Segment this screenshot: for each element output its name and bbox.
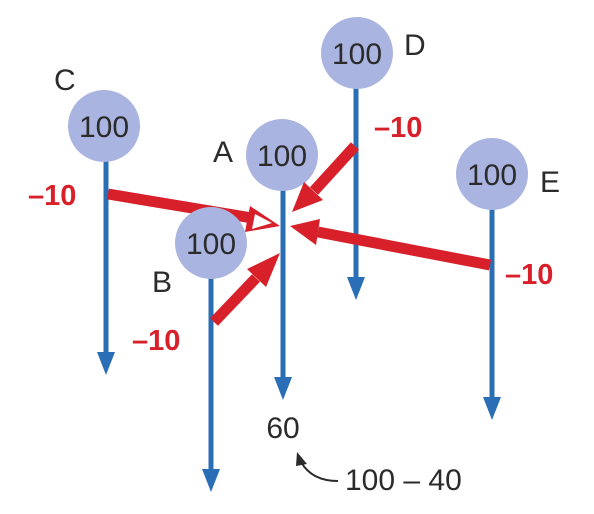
node-c-circle [68, 90, 140, 162]
node-d-value: 100 [332, 38, 382, 71]
node-b: 100 [175, 207, 247, 279]
node-d-circle [321, 17, 393, 89]
arrow-down-c [97, 150, 115, 375]
node-d: 100 [321, 17, 393, 89]
transfer-label-b: –10 [132, 325, 180, 357]
result-formula: 100 – 40 [345, 464, 462, 497]
node-b-circle [175, 207, 247, 279]
transfer-arrow-e [290, 219, 492, 271]
arrow-down-d [347, 85, 365, 300]
arrow-down-b [202, 270, 220, 492]
pointer-arrow [296, 452, 339, 482]
result-value: 60 [266, 412, 299, 445]
node-a-letter: A [213, 136, 233, 169]
node-e-value: 100 [467, 159, 517, 192]
node-e-circle [456, 138, 528, 210]
arrow-down-e [483, 205, 501, 420]
transfer-label-e: –10 [505, 259, 553, 291]
transfer-label-d: –10 [374, 112, 422, 144]
node-b-letter: B [152, 266, 172, 299]
node-a-circle [246, 119, 318, 191]
node-c-letter: C [54, 64, 76, 97]
node-c-value: 100 [79, 111, 129, 144]
node-b-value: 100 [186, 228, 236, 261]
transfer-arrow-b [210, 253, 280, 326]
node-a-value: 100 [257, 140, 307, 173]
node-e: 100 [456, 138, 528, 210]
node-a: 100 [246, 119, 318, 191]
node-d-letter: D [404, 29, 426, 62]
node-e-letter: E [540, 166, 560, 199]
transfer-arrow-d [292, 142, 360, 212]
node-c: 100 [68, 90, 140, 162]
arrow-down-a [274, 185, 292, 400]
transfer-label-c: –10 [28, 180, 76, 212]
